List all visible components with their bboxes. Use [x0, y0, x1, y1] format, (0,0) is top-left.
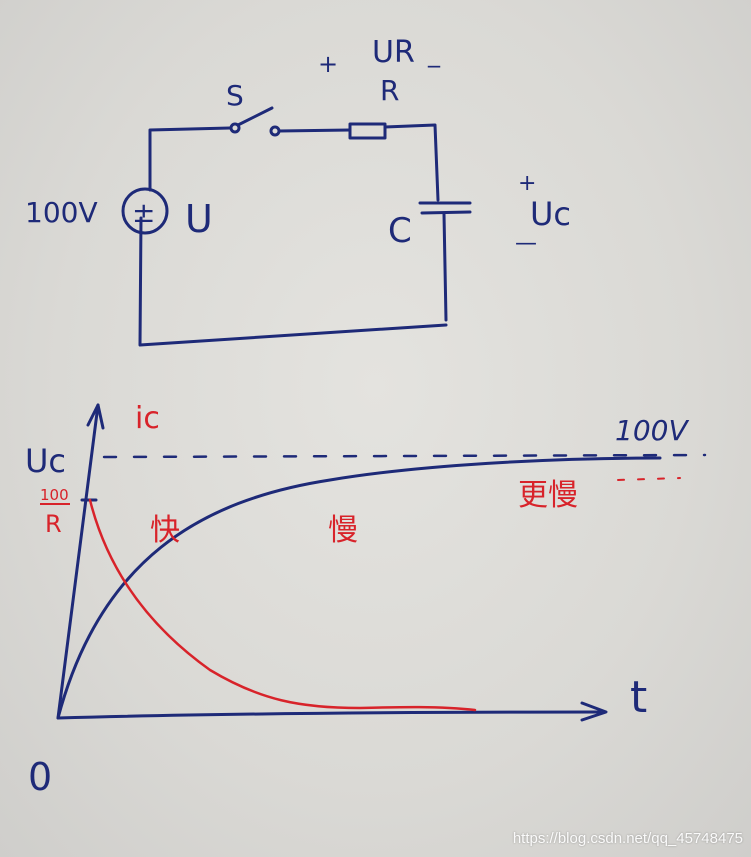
source-label: U: [185, 197, 213, 241]
watermark: https://blog.csdn.net/qq_45748475: [512, 830, 743, 847]
capacitor-plus: +: [518, 171, 536, 196]
resistor-plus: +: [318, 50, 338, 78]
y-axis-arrowhead-icon: [86, 403, 105, 430]
source-polarity-icon: ±: [132, 196, 155, 229]
switch-blade-icon: [236, 106, 274, 127]
capacitor-label: C: [388, 211, 412, 251]
origin-label: 0: [28, 755, 52, 799]
asymptote-line: [102, 453, 707, 459]
resistor-icon: [348, 122, 387, 140]
wire-bottom: [138, 216, 448, 347]
current-initial-denominator: R: [45, 510, 62, 538]
x-axis-arrowhead-icon: [580, 701, 608, 722]
y-axis-current-label: ic: [135, 401, 160, 436]
y-axis: [56, 403, 100, 720]
y-axis-voltage-label: Uc: [25, 442, 66, 480]
annotation-slow: 慢: [328, 513, 358, 548]
uc-charging-curve: [56, 456, 662, 720]
x-axis-label: t: [630, 672, 647, 723]
switch-label: S: [226, 79, 244, 112]
wire-top-left: [148, 126, 232, 192]
wire-top-right: [383, 123, 440, 202]
wire-to-resistor: [277, 128, 352, 133]
voltage-source-icon: [121, 187, 169, 235]
current-initial-numerator: 100: [40, 486, 69, 504]
ic-asymptote-dashes: [617, 477, 681, 481]
resistor-label: R: [380, 74, 399, 107]
asymptote-label: 100V: [615, 414, 689, 447]
annotation-slower: 更慢: [518, 478, 578, 513]
resistor-minus: _: [427, 40, 441, 68]
x-axis: [56, 710, 602, 720]
resistor-voltage-label: UR: [372, 35, 415, 70]
annotation-fast: 快: [150, 513, 180, 548]
source-voltage-label: 100V: [25, 196, 98, 229]
capacitor-voltage-label: Uc: [530, 195, 571, 233]
ic-current-curve: [88, 498, 477, 712]
switch-contact-left: [229, 122, 241, 134]
capacitor-plate-bottom: [420, 210, 472, 215]
wire-right: [442, 212, 448, 322]
capacitor-minus: —: [515, 231, 537, 256]
